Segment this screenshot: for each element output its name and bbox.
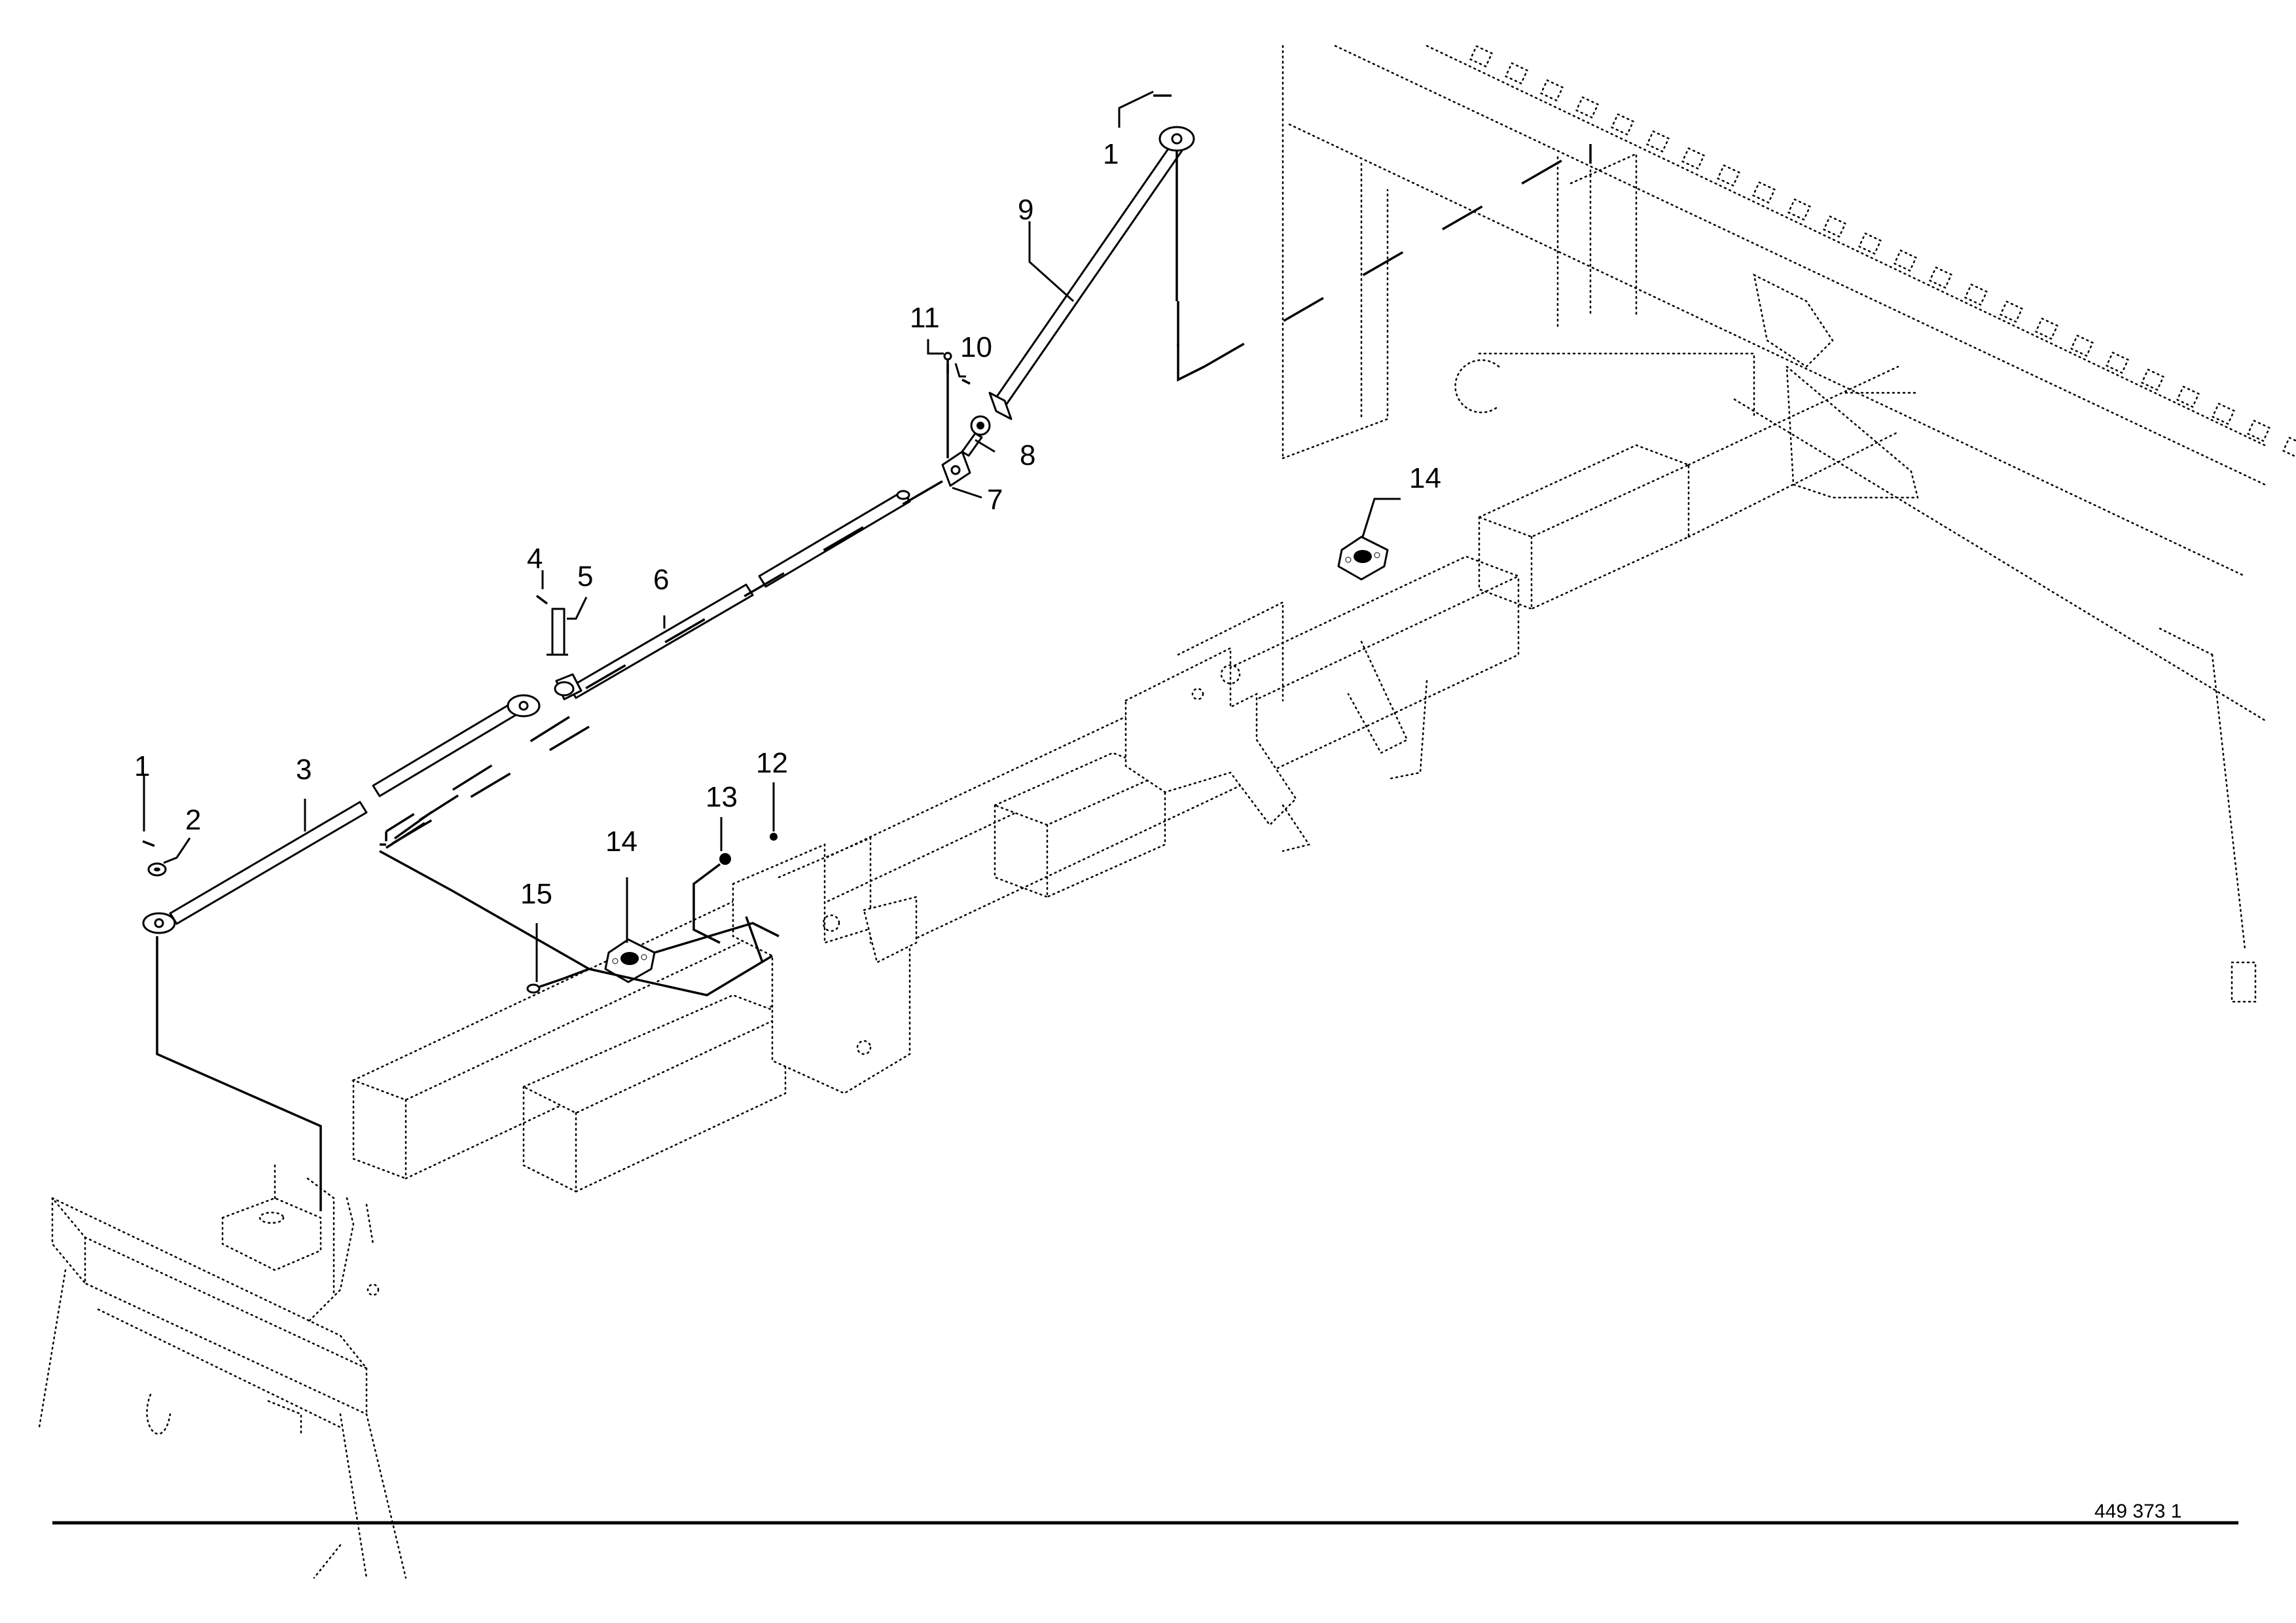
washer: [147, 862, 167, 877]
mounting-bracket-rear: [1347, 273, 1919, 780]
perforation-square: [1645, 130, 1670, 153]
footer: 449 373 1: [52, 1501, 2238, 1525]
main-frame-tube: [351, 352, 1899, 1193]
callout-label: 15: [520, 878, 552, 910]
callout-label: 14: [1409, 462, 1441, 494]
perforation-square: [1716, 164, 1741, 187]
perforation-square: [2246, 419, 2271, 443]
perforation-square: [1928, 266, 1953, 289]
callout-label: 2: [185, 804, 201, 836]
perforation-square: [1822, 215, 1847, 238]
document-number: 449 373 1: [2094, 1501, 2181, 1522]
callout-label: 1: [1103, 138, 1119, 170]
clevis: [941, 364, 971, 487]
perforation-square: [1787, 198, 1812, 221]
perforation-square: [1539, 79, 1564, 102]
middle-tube: [554, 490, 911, 701]
perforation-square: [1964, 283, 1988, 306]
bolt: [142, 94, 1172, 847]
perforation-square: [1681, 147, 1706, 170]
pin: [547, 608, 568, 656]
lower-tube: [142, 694, 541, 1211]
callout-label: 8: [1020, 439, 1035, 471]
perforation-square: [1893, 249, 1918, 272]
perforation-square: [2140, 368, 2165, 392]
perforation-square: [2211, 402, 2236, 426]
flange-bearing-rear: [1337, 536, 1389, 581]
perforation-square: [1469, 45, 1494, 68]
screw: [526, 977, 564, 994]
perforation-square: [2282, 436, 2296, 460]
perforated-rail: [1469, 45, 2296, 460]
perforation-square: [1504, 62, 1529, 85]
callout-label: 9: [1018, 194, 1033, 226]
callout-label: 13: [706, 781, 738, 813]
perforation-square: [2105, 351, 2130, 374]
mounting-bracket-front: [732, 837, 918, 1095]
callout-label: 1: [134, 750, 150, 782]
perforation-square: [1857, 232, 1882, 255]
pin-and-bolt: [943, 352, 971, 385]
split-pin: [535, 594, 548, 605]
perforation-square: [1999, 300, 2024, 323]
callout-label: 4: [527, 543, 543, 575]
callout-label: 10: [960, 331, 992, 363]
callout-label: 5: [577, 560, 593, 593]
front-drawbar-frame: [38, 1164, 407, 1579]
upper-link-rod: [988, 126, 1195, 420]
perforation-square: [2176, 385, 2200, 409]
screws: [719, 833, 778, 865]
callout-leaders: [143, 90, 1401, 982]
perforation-square: [2034, 317, 2059, 340]
callout-label: 7: [987, 484, 1003, 516]
perforation-square: [2070, 334, 2094, 357]
lock-nut: [961, 415, 991, 457]
assembly-lines: [379, 143, 1592, 996]
callout-label: 11: [910, 302, 940, 334]
callout-label: 3: [296, 754, 312, 786]
callout-label: 6: [653, 564, 669, 596]
callout-label: 14: [605, 826, 637, 858]
perforation-square: [1610, 113, 1635, 136]
mounting-bracket-middle: [1124, 600, 1311, 852]
linkage-parts: [142, 94, 1592, 1211]
perforation-square: [1751, 181, 1776, 204]
hopper-body: [1282, 45, 2266, 1003]
callout-labels: 1 1 2 3 4 5 6 7 8 9 10 11 12 13 14 14 15: [134, 138, 1441, 910]
callout-label: 12: [756, 747, 788, 779]
flange-bearing-front: [604, 938, 656, 983]
machine-frame: [38, 45, 2296, 1579]
perforation-square: [1575, 96, 1600, 119]
